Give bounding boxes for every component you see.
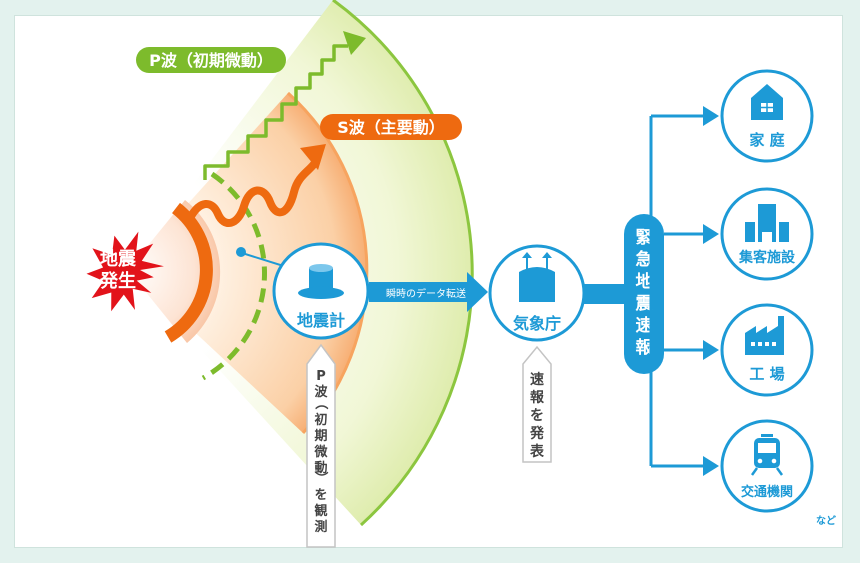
s-wave-label: S波（主要動） [337, 118, 445, 137]
transfer-arrow-body [369, 282, 469, 302]
p-wave-step-line [203, 44, 348, 180]
p-wave-arrowhead [343, 31, 366, 55]
eew-char-5: 速 [636, 315, 653, 336]
train-icon [750, 434, 784, 476]
jma-building-icon [519, 252, 555, 302]
s-wave-zone [128, 93, 367, 433]
facility-label: 集客施設 [738, 249, 796, 266]
jma-label: 気象庁 [513, 314, 561, 333]
eew-char-4: 震 [635, 294, 654, 314]
etc-label: など [816, 514, 836, 527]
building-icon [745, 204, 789, 242]
announce-callout [522, 345, 552, 463]
observe-char-11: 測 [314, 519, 327, 535]
observe-char-8: ） [313, 471, 329, 484]
eew-char-2: 急 [636, 249, 653, 270]
observe-char-1: P [316, 369, 326, 384]
announce-char-4: 発 [529, 425, 545, 442]
factory-label: 工 場 [749, 365, 784, 383]
seismometer-label: 地震計 [297, 311, 345, 330]
p-wave-dashed-arc [201, 171, 268, 381]
epicenter-label-line2: 発生 [99, 270, 136, 292]
s-wave-label-box [320, 114, 462, 140]
house-icon [751, 84, 783, 120]
transfer-label: 瞬時のデータ転送 [386, 287, 466, 300]
eew-char-6: 報 [636, 337, 654, 358]
eew-char-1: 緊 [636, 228, 653, 248]
epicenter-burst [86, 231, 164, 312]
eew-pill [624, 214, 664, 374]
home-label: 家 庭 [749, 131, 785, 149]
branch-arrowheads [703, 106, 719, 476]
transport-label: 交通機関 [741, 484, 793, 500]
observe-char-3: （ [313, 396, 329, 409]
seismometer-icon [298, 264, 344, 299]
epicenter-label-line1: 地震 [100, 248, 137, 270]
eew-char-3: 地 [636, 271, 653, 292]
observe-char-4: 初 [314, 412, 327, 428]
p-wave-label-box [136, 47, 286, 73]
announce-char-1: 速 [530, 371, 544, 388]
observe-char-6: 微 [313, 444, 328, 460]
announce-char-5: 表 [529, 443, 545, 460]
s-wave-arrowhead [300, 144, 326, 170]
s-wave-zigzag [186, 160, 318, 227]
p-wave-label: P波（初期微動） [149, 51, 273, 70]
observe-char-5: 期 [314, 429, 327, 444]
observe-char-2: 波 [314, 384, 328, 400]
sensor-dot [236, 247, 246, 257]
branch-lines [649, 114, 705, 468]
announce-label: 速 報 を 発 表 [529, 371, 545, 460]
transfer-arrow-head [467, 272, 488, 312]
p-wave-front [332, 0, 474, 527]
factory-icon [745, 316, 784, 355]
observe-char-7: 動 [314, 460, 327, 476]
s-wave-front-arc [164, 202, 213, 343]
eew-label: 緊 急 地 震 速 報 [635, 228, 654, 358]
observe-callout [306, 343, 336, 548]
announce-char-2: 報 [530, 389, 545, 406]
observe-char-10: 観 [313, 503, 327, 519]
observe-char-9: を [314, 488, 327, 503]
announce-char-3: を [530, 408, 544, 424]
observe-label: P 波 （ 初 期 微 動 ） を 観 測 [313, 369, 329, 535]
